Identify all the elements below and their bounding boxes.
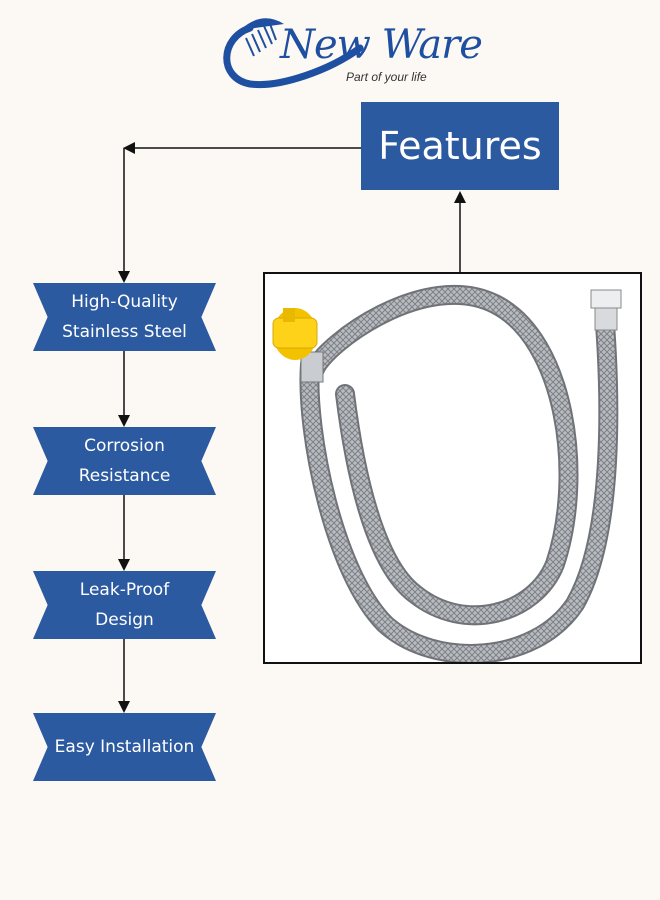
feature-banner-leak-proof: Leak-Proof Design	[33, 571, 216, 639]
feature-text: Resistance	[78, 466, 171, 486]
braided-hose-icon	[272, 284, 622, 662]
features-title: Features	[361, 102, 559, 190]
brand-tagline: Part of your life	[346, 70, 427, 84]
feature-text: Design	[95, 610, 154, 630]
feature-banner-corrosion: Corrosion Resistance	[33, 427, 216, 495]
feature-banner-easy-installation: Easy Installation	[33, 713, 216, 781]
feature-text: Corrosion	[84, 436, 165, 456]
brand-name: New Ware	[280, 22, 483, 68]
feature-text: Stainless Steel	[62, 322, 187, 342]
product-image-frame	[263, 272, 642, 664]
feature-text: Leak-Proof	[79, 580, 170, 600]
feature-text: Easy Installation	[54, 737, 195, 757]
brand-logo-icon	[223, 18, 364, 89]
feature-banner-high-quality: High-Quality Stainless Steel	[33, 283, 216, 351]
feature-text: High-Quality	[71, 292, 178, 312]
